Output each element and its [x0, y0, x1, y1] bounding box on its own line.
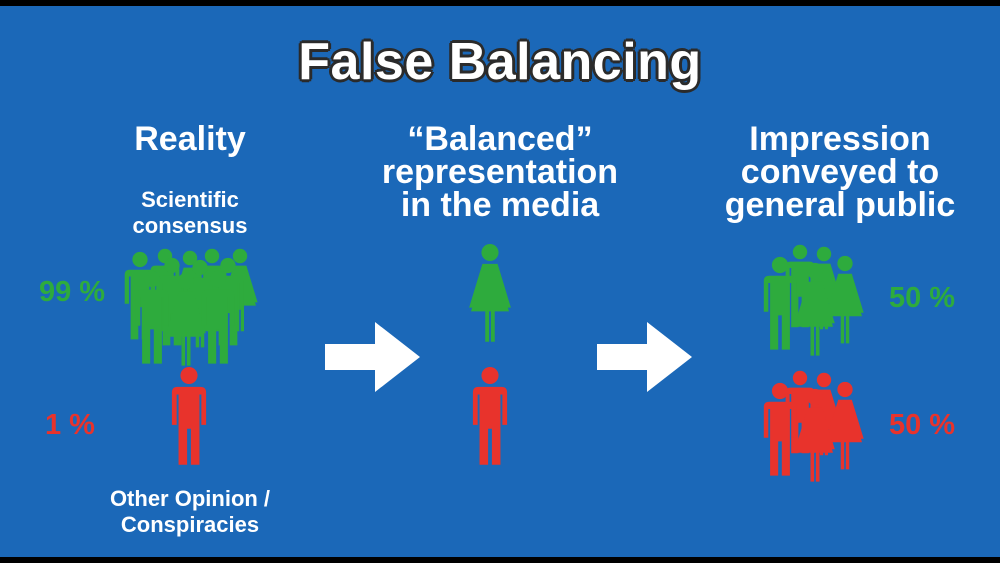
arrow-right-icon	[325, 322, 420, 392]
public-green-crowd	[763, 244, 864, 356]
consensus-label-line1: Scientific	[141, 187, 239, 212]
reality-heading: Reality	[134, 120, 246, 158]
public-green-percent: 50 %	[888, 282, 956, 314]
public-heading-line2: conveyed to	[740, 153, 940, 191]
other-label-line1: Other Opinion /	[109, 486, 271, 511]
public-red-crowd	[763, 370, 864, 482]
consensus-percent: 99 %	[38, 276, 106, 308]
person-male-icon	[472, 366, 508, 465]
arrow-right-icon	[597, 322, 692, 392]
page-title: False Balancing	[298, 33, 702, 91]
media-heading-line3: in the media	[400, 186, 600, 224]
other-percent: 1 %	[45, 409, 95, 441]
other-label-line2: Conspiracies	[120, 512, 260, 537]
person-female-icon	[469, 243, 511, 342]
media-heading-line1: “Balanced”	[407, 120, 593, 158]
infographic-panel: False Balancing Reality Scientific conse…	[0, 6, 1000, 557]
consensus-crowd	[124, 248, 258, 366]
public-red-percent: 50 %	[888, 409, 956, 441]
public-heading-line1: Impression	[749, 120, 931, 158]
public-heading-line3: general public	[724, 186, 956, 224]
media-heading-line2: representation	[381, 153, 619, 191]
person-male-icon	[171, 366, 207, 465]
figures-layer	[124, 243, 864, 482]
consensus-label-line2: consensus	[132, 213, 248, 238]
